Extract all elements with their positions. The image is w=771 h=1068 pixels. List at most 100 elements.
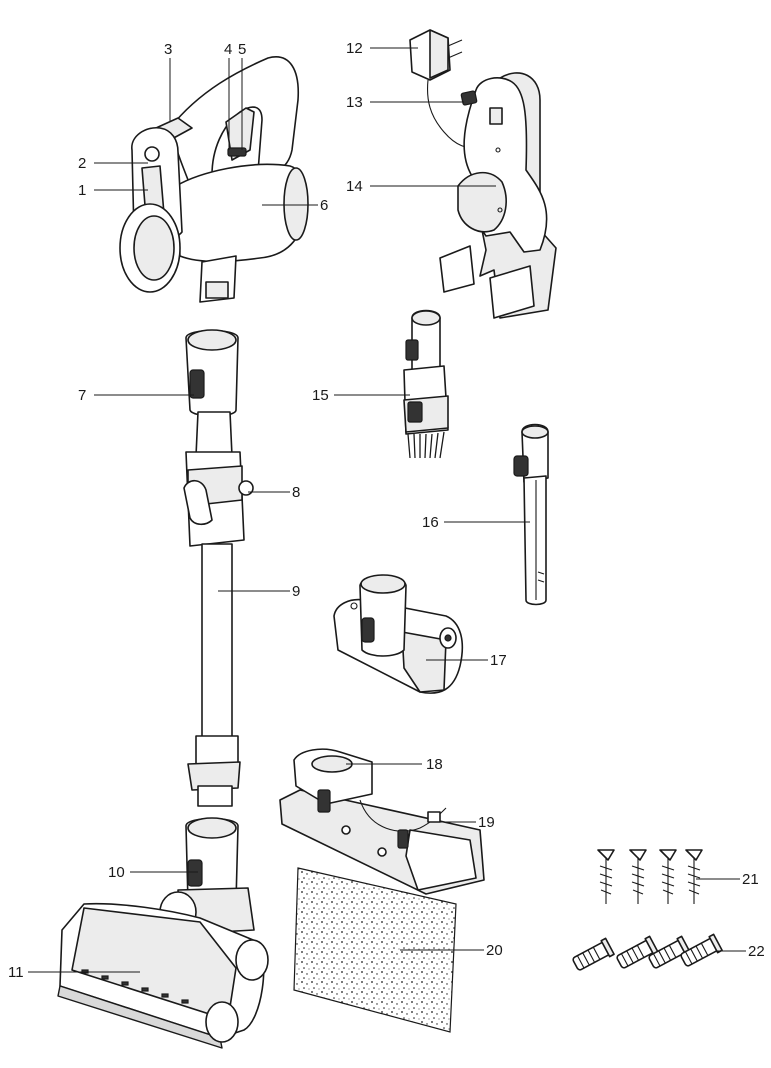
floor-head-roller-cap [205,1001,239,1043]
callout-18: 18 [426,756,443,773]
mop-module-tank-clip [317,789,331,813]
screw-3 [659,849,677,904]
brush-tool-bristles [407,431,445,459]
callout-16: 16 [422,514,439,531]
floor-head-wheel-right [235,939,269,981]
screw-4 [685,849,703,904]
main-unit-outlet-clip [205,281,229,299]
brush-tool-opening [411,310,441,326]
adapter-head-screw [350,602,358,610]
mop-module-peg-b [377,847,387,857]
bristle-5 [429,433,433,459]
callout-21: 21 [742,871,759,888]
leader-lines [28,47,746,973]
floor-head [57,817,269,1049]
tube-lock-knob [238,480,254,496]
floor-head-led-5 [161,993,169,998]
screw-3-head [659,849,677,861]
screws [597,849,703,904]
callout-2: 2 [78,155,86,172]
bristle-2 [413,433,416,459]
power-button [144,146,160,162]
extension-tube [183,329,254,807]
mop-module-peg-a [341,825,351,835]
tube-lock-lever [183,479,213,526]
adapter-head-port-pin [444,634,452,642]
charger-plug-pin-b [447,51,463,59]
callout-3: 3 [164,41,172,58]
crevice-tool-opening [521,425,549,439]
floor-head-led-2 [101,975,109,980]
floor-head-release-button [187,859,203,887]
callout-10: 10 [108,864,125,881]
anchor-4 [680,933,723,967]
callout-20: 20 [486,942,503,959]
wall-bracket [439,72,557,319]
mop-pad-cloth [293,867,457,1033]
brush-tool [403,309,449,459]
tube-bottom-tip [197,785,233,807]
callout-labels: 1 2 3 4 5 6 7 8 9 10 11 12 13 14 15 16 1… [8,40,765,981]
screw-3-thread [661,865,675,895]
adapter-head [333,574,464,694]
tube-top-opening [187,329,237,351]
callout-17: 17 [490,652,507,669]
bristle-4 [424,433,427,459]
floor-head-front-bumper [57,985,223,1049]
brush-tool-clip [405,339,419,361]
crevice-tool-mark-b [537,579,545,583]
screw-4-thread [687,865,701,895]
callout-9: 9 [292,583,300,600]
crevice-tool-clip [513,455,529,477]
charger-plug-pin-a [447,39,463,47]
floor-head-top-cover [71,907,237,1021]
charger-adapter-side [429,29,449,79]
floor-head-led-3 [121,981,129,986]
wall-bracket-connector [460,90,478,106]
tube-bottom-connector [187,761,241,791]
wall-bracket-foot-left [439,245,475,293]
anchor-3-ribs [652,944,677,967]
floor-head-led-6 [181,999,189,1004]
tube-upper-section [195,411,233,457]
adapter-head-clip [361,617,375,643]
anchor-4-ribs [684,942,709,965]
callout-4: 4 [224,41,232,58]
mop-module-tab [427,811,441,823]
bristle-6 [434,432,439,459]
wall-bracket-socket [489,107,503,125]
screw-2 [629,849,647,904]
wall-bracket-groove [457,171,507,233]
anchor-2-ribs [620,944,645,967]
screw-1 [597,849,615,904]
wall-bracket-screw-hole-b [497,207,503,213]
callout-13: 13 [346,94,363,111]
callout-5: 5 [238,41,246,58]
floor-head-led-4 [141,987,149,992]
wall-bracket-foot-right [489,265,535,319]
callout-14: 14 [346,178,363,195]
mop-module [279,748,485,895]
screw-1-thread [599,865,613,895]
callout-11: 11 [8,964,24,981]
anchor-1 [572,937,615,971]
callout-8: 8 [292,484,300,501]
anchor-1-collar [600,937,615,958]
crevice-tool-shaft [523,475,547,606]
callout-6: 6 [320,197,328,214]
callout-22: 22 [748,943,765,960]
callout-7: 7 [78,387,86,404]
screw-1-head [597,849,615,861]
brush-tool-release [407,401,423,423]
callout-19: 19 [478,814,495,831]
wall-bracket-screw-hole-a [495,147,501,153]
anchor-2 [616,935,659,969]
bristle-1 [407,433,411,459]
callout-12: 12 [346,40,363,57]
anchor-1-ribs [576,946,601,969]
screw-2-head [629,849,647,861]
callout-1: 1 [78,182,86,199]
crevice-tool-mark-a [537,571,545,575]
